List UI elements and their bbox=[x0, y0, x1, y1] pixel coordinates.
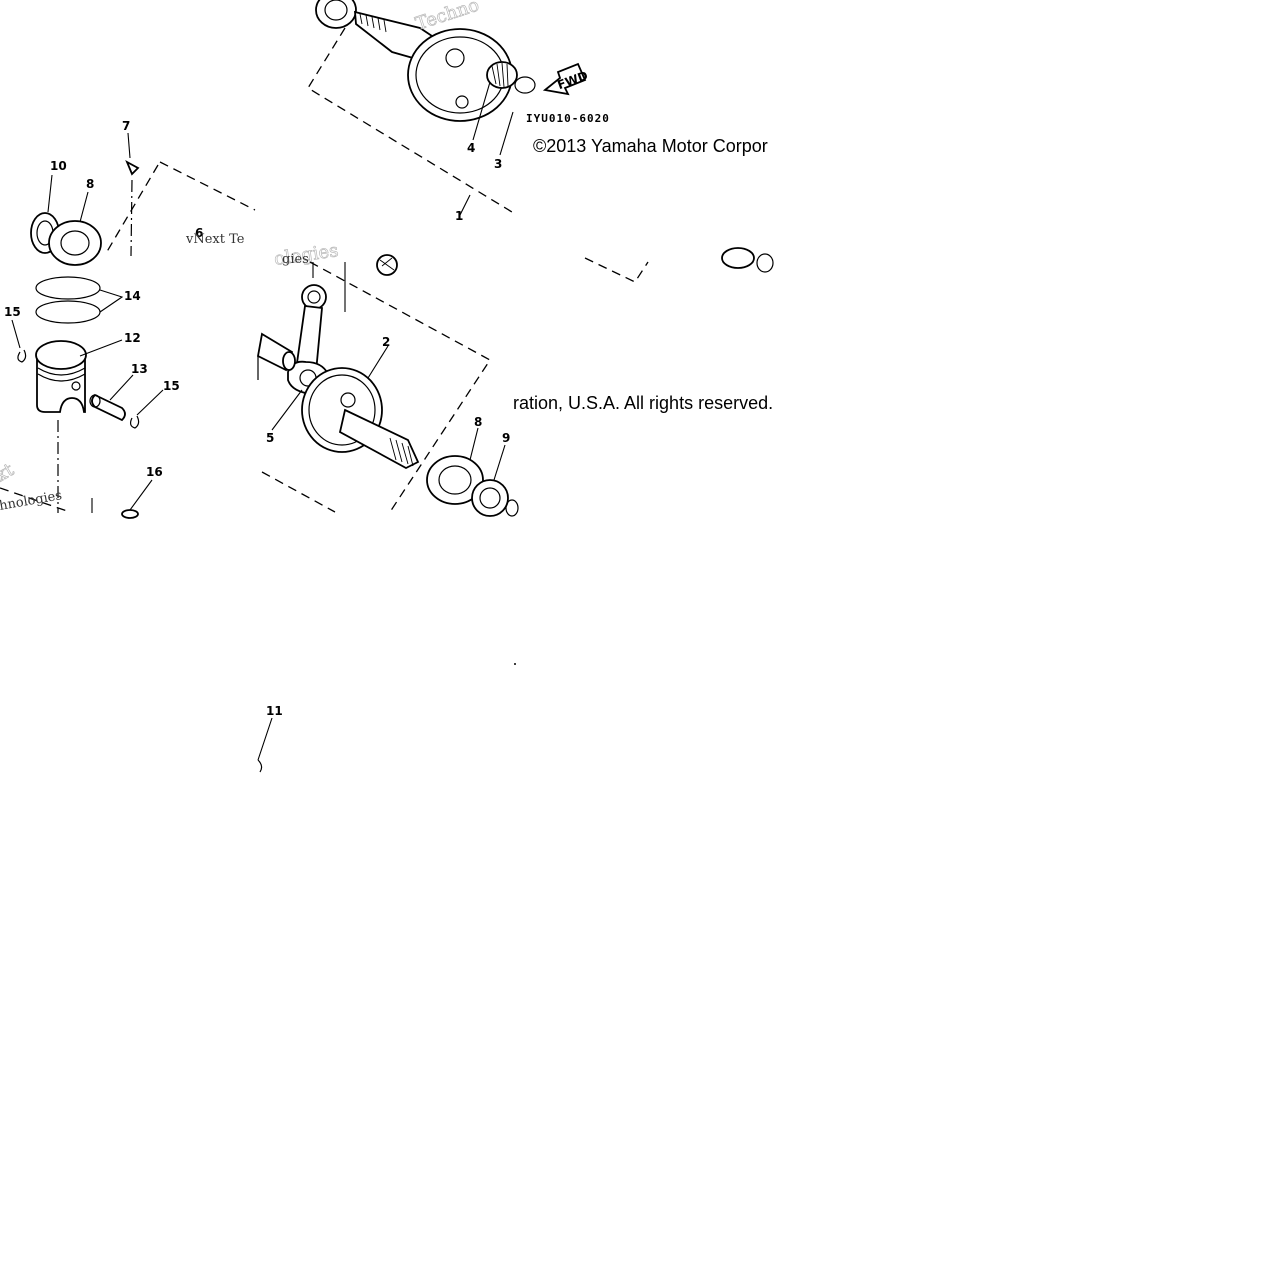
piston bbox=[35, 340, 87, 413]
callout-10: 10 bbox=[50, 159, 67, 173]
partial-bearing-right bbox=[721, 247, 774, 273]
piston-pin bbox=[89, 393, 126, 422]
callout-16: 16 bbox=[146, 465, 163, 479]
copyright-text-top: ©2013 Yamaha Motor Corpor bbox=[533, 136, 768, 156]
callout-14: 14 bbox=[124, 289, 141, 303]
crank-half-left-assembly bbox=[315, 0, 536, 122]
circlip-left bbox=[17, 349, 27, 363]
needle-bearing bbox=[486, 61, 518, 89]
fwd-arrow-icon: FWD bbox=[542, 62, 590, 96]
callout-7: 7 bbox=[122, 119, 130, 133]
callout-15-left: 15 bbox=[4, 305, 21, 319]
callout-6: 6 bbox=[195, 226, 203, 240]
callout-13: 13 bbox=[131, 362, 148, 376]
watermark-vnext: vNext Te bbox=[185, 232, 245, 247]
callout-15-right: 15 bbox=[163, 379, 180, 393]
small-bearing-fragment bbox=[376, 254, 398, 276]
copyright-text-bottom: ration, U.S.A. All rights reserved. bbox=[513, 393, 773, 413]
callout-8-left: 8 bbox=[86, 177, 94, 191]
callout-5: 5 bbox=[266, 431, 274, 445]
callout-1: 1 bbox=[455, 209, 463, 223]
left-bearing-seal-group bbox=[30, 159, 140, 266]
callout-2: 2 bbox=[382, 335, 390, 349]
woodruff-key bbox=[125, 159, 140, 176]
bearing-left bbox=[48, 220, 102, 266]
oil-seal-right bbox=[471, 479, 519, 517]
crank-shaft-right bbox=[338, 408, 420, 470]
watermark-gies: gies bbox=[282, 252, 309, 267]
watermark-xt: xt bbox=[0, 459, 18, 486]
callout-4: 4 bbox=[467, 141, 475, 155]
crank-pin bbox=[256, 332, 296, 380]
bearing-right bbox=[426, 455, 484, 505]
callout-9: 9 bbox=[502, 431, 510, 445]
callout-11: 11 bbox=[266, 704, 283, 718]
callout-12: 12 bbox=[124, 331, 141, 345]
circlip-right bbox=[129, 415, 140, 429]
piston-ring-set bbox=[35, 276, 101, 324]
crank-half-right bbox=[301, 367, 420, 470]
bearing-top bbox=[315, 0, 357, 29]
callout-3: 3 bbox=[494, 157, 502, 171]
callout-8-right: 8 bbox=[474, 415, 482, 429]
watermark-hnologies: hnologies bbox=[0, 488, 63, 514]
drawing-code: IYU010-6020 bbox=[526, 112, 610, 125]
